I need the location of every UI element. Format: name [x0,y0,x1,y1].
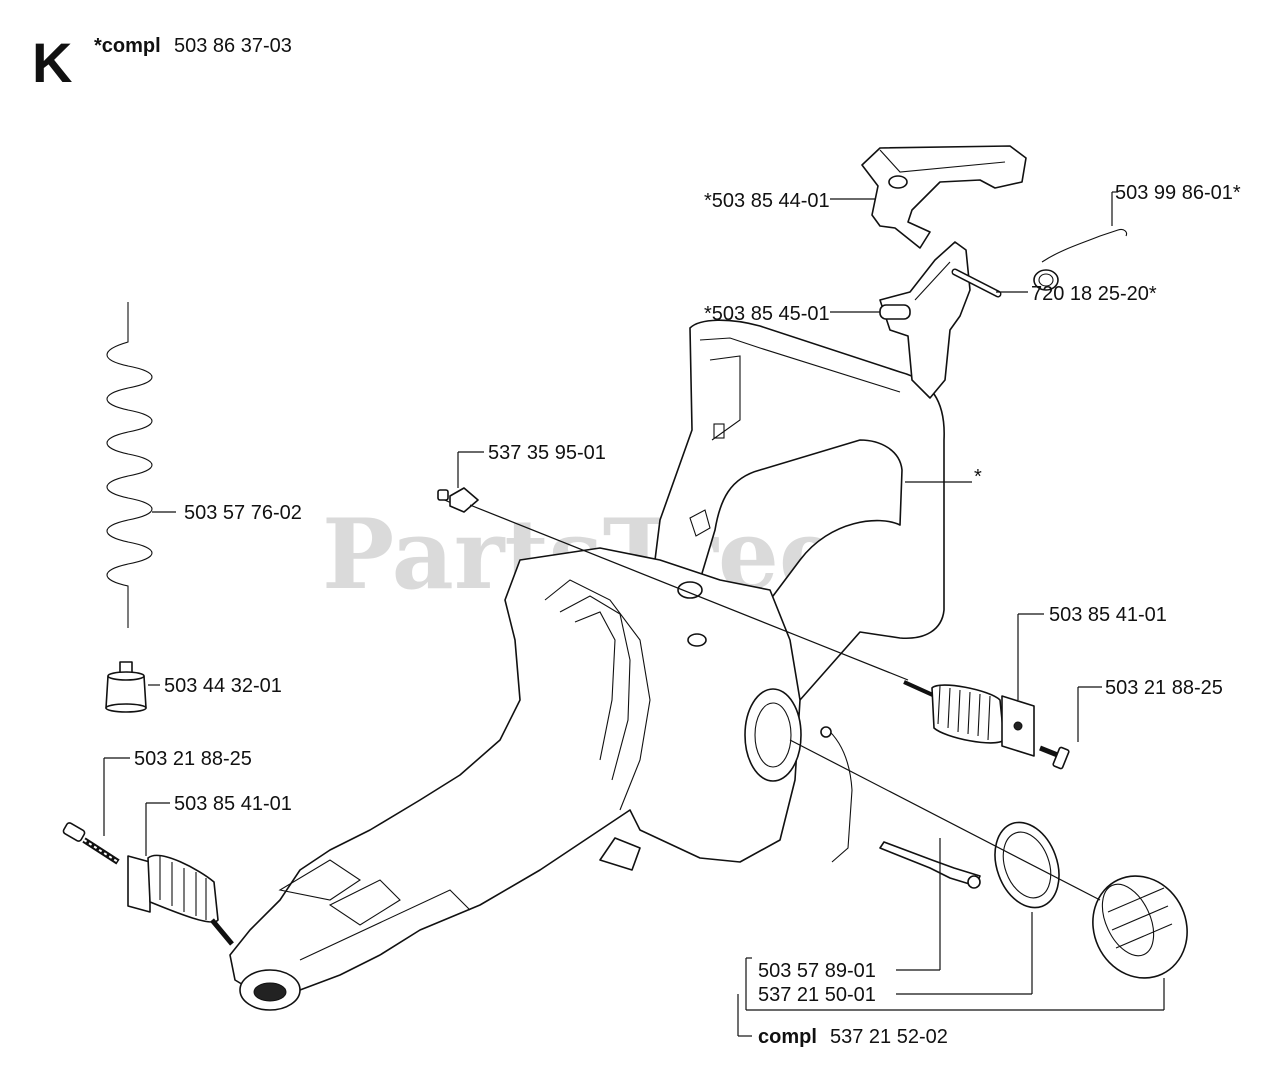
label-asterisk: * [974,466,982,488]
label-503-57-89-01: 503 57 89-01 [758,960,876,982]
label-503-21-88-25-right: 503 21 88-25 [1105,677,1223,699]
throttle-trigger-part [879,241,971,399]
spring-wire-part [1033,228,1128,291]
fuel-filter-part [105,661,147,713]
label-503-44-32-01: 503 44 32-01 [164,675,282,697]
section-compl-number: 503 86 37-03 [174,35,292,57]
screw-right [1039,745,1070,770]
label-503-99-86-01: 503 99 86-01* [1115,182,1241,204]
pin-part [951,268,1002,298]
label-720-18-25-20: 720 18 25-20* [1031,283,1157,305]
label-503-85-45-01: *503 85 45-01 [704,303,830,325]
label-503-57-76-02: 503 57 76-02 [184,502,302,524]
fuel-hose-part [106,302,153,628]
label-503-85-41-01-left: 503 85 41-01 [174,793,292,815]
fuel-cap-part [1092,875,1188,979]
screw-left [62,822,120,865]
fuel-pickup-part [820,726,981,889]
label-537-21-52-02: 537 21 52-02 [830,1026,948,1048]
seal-ring-part [994,821,1060,909]
tank-housing [229,319,945,1011]
label-503-85-44-01: *503 85 44-01 [704,190,830,212]
label-503-85-41-01-right: 503 85 41-01 [1049,604,1167,626]
throttle-lockout-part [861,145,1027,249]
label-537-35-95-01: 537 35 95-01 [488,442,606,464]
label-537-21-50-01: 537 21 50-01 [758,984,876,1006]
av-spring-left [127,854,234,946]
leader-lines [103,191,1165,1037]
label-compl-prefix: compl [758,1026,817,1048]
section-letter: K [32,31,72,94]
label-503-21-88-25-left: 503 21 88-25 [134,748,252,770]
av-spring-right [903,680,1035,757]
section-compl-prefix: *compl [94,35,161,57]
